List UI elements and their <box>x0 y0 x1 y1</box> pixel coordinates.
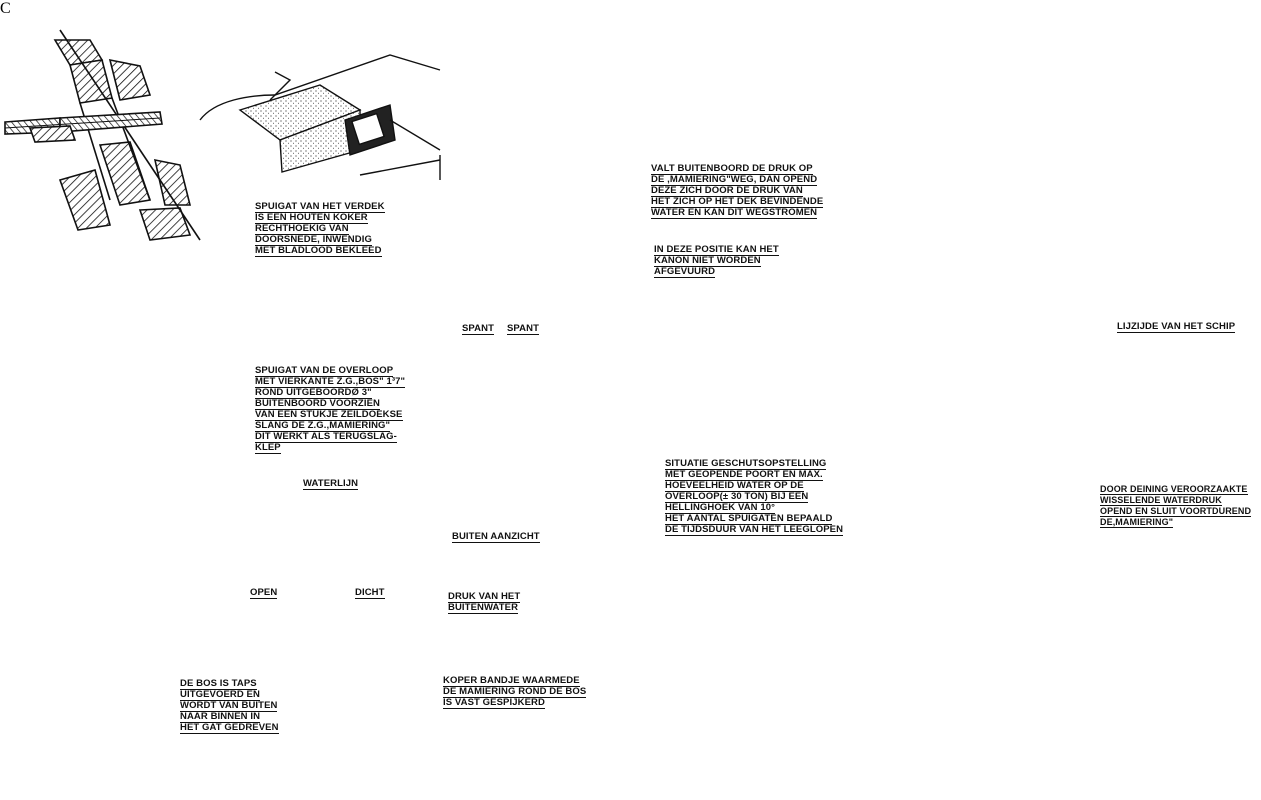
label-open: OPEN <box>250 587 278 599</box>
label-overloop: SPUIGAT VAN DE OVERLOOP MET VIERKANTE Z.… <box>255 365 406 454</box>
koper-line-3: IS VAST GESPIJKERD <box>443 697 545 709</box>
label-buiten-aanzicht: BUITEN AANZICHT <box>452 532 540 543</box>
verdek-line-1: SPUIGAT VAN HET VERDEK <box>255 201 385 213</box>
verdek-line-2: IS EEN HOUTEN KOKER <box>255 212 368 224</box>
overloop-line-4: BUITENBOORD VOORZIEN <box>255 398 380 410</box>
situatie-line-1: SITUATIE GESCHUTSOPSTELLING <box>665 458 827 470</box>
deining-line-2: WISSELENDE WATERDRUK <box>1100 495 1222 506</box>
label-situatie: SITUATIE GESCHUTSOPSTELLING MET GEOPENDE… <box>665 458 844 536</box>
label-dicht: DICHT <box>355 588 385 599</box>
label-bos: DE BOS IS TAPS UITGEVOERD EN WORDT VAN B… <box>180 679 279 734</box>
valt-line-5: WATER EN KAN DIT WEGSTROMEN <box>651 207 818 219</box>
koper-line-1: KOPER BANDJE WAARMEDE <box>443 675 580 687</box>
label-waterlijn: WATERLIJN <box>303 478 359 490</box>
overloop-line-3: ROND UITGEBOORDø 3" <box>255 387 372 399</box>
label-verdek: SPUIGAT VAN HET VERDEK IS EEN HOUTEN KOK… <box>255 202 385 257</box>
valt-line-3: DEZE ZICH DOOR DE DRUK VAN <box>651 185 803 197</box>
spant-left-text: SPANT <box>462 323 494 335</box>
bos-line-5: HET GAT GEDREVEN <box>180 722 279 734</box>
buiten-aanzicht-text: BUITEN AANZICHT <box>452 531 540 543</box>
koper-line-2: DE MAMIERING ROND DE BOS <box>443 686 587 698</box>
druk-line-2: BUITENWATER <box>448 602 519 614</box>
overloop-line-6: SLANG DE Z.G.,MAMIERING" <box>255 420 391 432</box>
druk-line-1: DRUK VAN HET <box>448 591 521 603</box>
situatie-line-3: HOEVEELHEID WATER OP DE <box>665 480 804 492</box>
valt-line-2: DE ,MAMIERING"WEG, DAN OPEND <box>651 174 818 186</box>
overloop-line-8: KLEP <box>255 442 281 454</box>
verdek-line-5: MET BLADLOOD BEKLEED <box>255 245 382 257</box>
overloop-line-2: MET VIERKANTE Z.G.,BOS" 1³7" <box>255 376 406 388</box>
situatie-line-7: DE TIJDSDUUR VAN HET LEEGLOPEN <box>665 524 844 536</box>
waterlijn-text: WATERLIJN <box>303 478 359 490</box>
spant-right-text: SPANT <box>507 323 539 335</box>
verdek-line-3: RECHTHOEKIG VAN <box>255 223 349 235</box>
label-lijzijde: LIJZIJDE VAN HET SCHIP <box>1117 321 1236 333</box>
situatie-line-2: MET GEOPENDE POORT EN MAX. <box>665 469 823 481</box>
label-deining: DOOR DEINING VEROORZAAKTE WISSELENDE WAT… <box>1100 484 1252 528</box>
label-druk: DRUK VAN HET BUITENWATER <box>448 591 521 614</box>
situatie-line-6: HET AANTAL SPUIGATEN BEPAALD <box>665 513 833 525</box>
dicht-text: DICHT <box>355 587 385 599</box>
valt-line-4: HET ZICH OP HET DEK BEVINDENDE <box>651 196 824 208</box>
verdek-section-drawing <box>4 29 201 241</box>
overloop-line-1: SPUIGAT VAN DE OVERLOOP <box>255 365 394 377</box>
label-spant-left: SPANT <box>462 324 494 335</box>
bos-line-2: UITGEVOERD EN <box>180 689 260 701</box>
deining-line-4: DE,MAMIERING" <box>1100 517 1174 528</box>
bos-line-3: WORDT VAN BUITEN <box>180 700 278 712</box>
open-text: OPEN <box>250 587 278 599</box>
valt-line-1: VALT BUITENBOORD DE DRUK OP <box>651 163 813 175</box>
label-valt: VALT BUITENBOORD DE DRUK OP DE ,MAMIERIN… <box>651 163 824 219</box>
label-kanon: IN DEZE POSITIE KAN HET KANON NIET WORDE… <box>654 245 779 278</box>
label-koper: KOPER BANDJE WAARMEDE DE MAMIERING ROND … <box>443 675 587 709</box>
verdek-line-4: DOORSNEDE, INWENDIG <box>255 234 372 246</box>
situatie-line-4: OVERLOOP(± 30 TON) BIJ EEN <box>665 491 809 503</box>
label-spant-right: SPANT <box>507 324 539 335</box>
bos-line-1: DE BOS IS TAPS <box>180 678 257 690</box>
lijzijde-text: LIJZIJDE VAN HET SCHIP <box>1117 321 1236 333</box>
kanon-line-2: KANON NIET WORDEN <box>654 255 761 267</box>
bos-line-4: NAAR BINNEN IN <box>180 711 261 723</box>
kanon-line-1: IN DEZE POSITIE KAN HET <box>654 244 779 256</box>
verdek-box-drawing <box>199 54 441 180</box>
overloop-line-7: DIT WERKT ALS TERUGSLAG- <box>255 431 397 443</box>
bos-c-mark: C <box>0 0 11 17</box>
situatie-line-5: HELLINGHOEK VAN 10° <box>665 502 776 514</box>
deining-line-1: DOOR DEINING VEROORZAAKTE <box>1100 484 1248 495</box>
kanon-line-3: AFGEVUURD <box>654 266 716 278</box>
overloop-line-5: VAN EEN STUKJE ZEILDOEKSE <box>255 409 403 421</box>
deining-line-3: OPEND EN SLUIT VOORTDUREND <box>1100 506 1252 517</box>
